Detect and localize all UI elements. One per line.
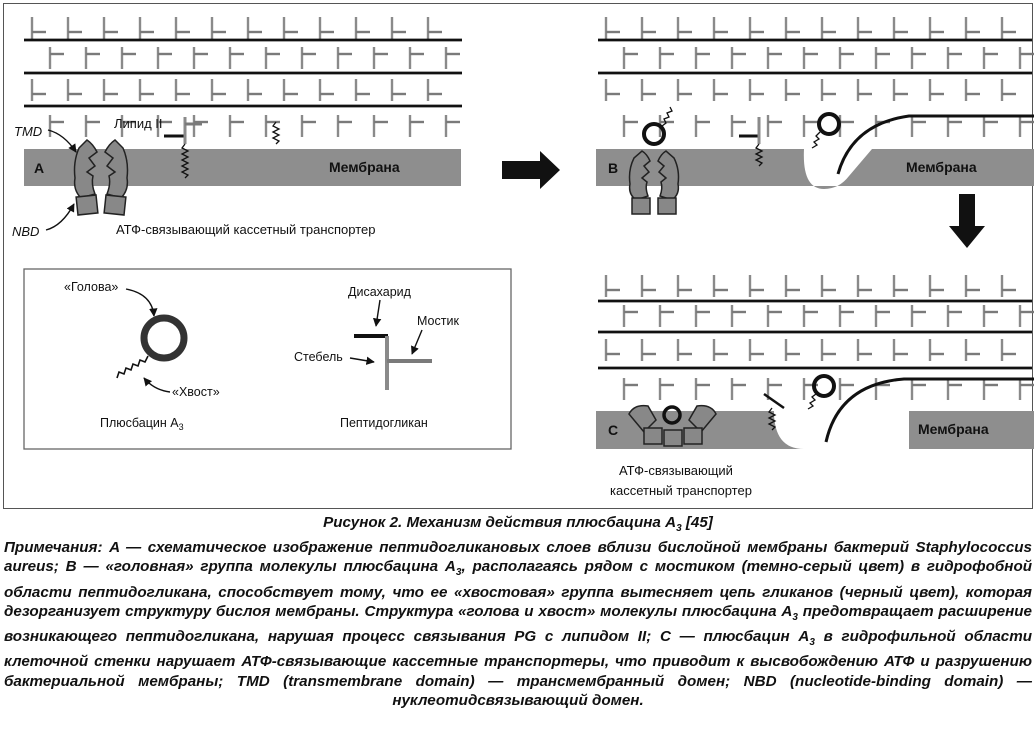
nbd-label: NBD [12, 224, 39, 239]
abc-transporter-b [628, 150, 680, 215]
displaced-glycan-c [824, 377, 1034, 443]
nbd-domain-right [103, 194, 127, 216]
legend-stem-pointer [349, 356, 375, 365]
caption-title: Рисунок 2. Механизм действия плюсбацина … [323, 514, 713, 535]
membrane-label-a: Мембрана [329, 159, 400, 175]
panel-b-label: B [608, 160, 618, 176]
peptidoglycan-layers-b [598, 17, 1034, 137]
arrow-down [949, 194, 985, 248]
tmd-domain-b-right [657, 150, 680, 201]
tmd-label: TMD [14, 124, 42, 139]
legend-stem-label: Стебель [294, 350, 343, 364]
panel-a: A Мембрана TMD NBD Липид II АТФ-связываю… [12, 17, 462, 239]
legend-bridge-pointer [411, 329, 423, 355]
nbd-pointer [45, 203, 75, 231]
figure-frame: A Мембрана TMD NBD Липид II АТФ-связываю… [3, 3, 1034, 509]
membrane-pore-c [774, 411, 908, 448]
tmd-domain-right [104, 139, 129, 199]
plusbacin-c [807, 374, 836, 410]
legend-disaccharide-pointer [372, 299, 382, 327]
displaced-glycan-b [836, 114, 1034, 175]
legend-plusbacin-tail [116, 355, 149, 379]
tmd-domain-b-left [628, 150, 651, 201]
panel-c-label: C [608, 422, 618, 438]
membrane-label-c: Мембрана [918, 421, 989, 437]
tmd-pointer [47, 129, 77, 153]
lipid-wavy-c [767, 407, 777, 431]
nbd-domain-b-right [657, 197, 677, 215]
peptidoglycan-layers-c [598, 275, 1034, 400]
legend-box: «Голова» «Хвост» Плюсбацин А3 Дисахарид … [23, 268, 512, 450]
abc-label-c-line1: АТФ-связывающий [619, 463, 733, 478]
legend-peptidoglycan-label: Пептидогликан [340, 416, 428, 430]
lipid-ii-b [739, 117, 764, 167]
peptidoglycan-layers-a [24, 17, 462, 137]
abc-label-a: АТФ-связывающий кассетный транспортер [116, 222, 375, 237]
membrane-a [24, 149, 461, 186]
arrow-right [502, 151, 560, 189]
membrane-label-b: Мембрана [906, 159, 977, 175]
panel-a-label: A [34, 160, 44, 176]
legend-head-label: «Голова» [64, 280, 118, 294]
plusbacin-b2 [811, 112, 841, 149]
lipid-ii [164, 117, 202, 179]
lipid-anchor-wavy [271, 121, 281, 145]
lipid-ii-label: Липид II [114, 116, 163, 131]
abc-transporter-a [73, 139, 129, 216]
plusbacin-b1 [642, 106, 673, 146]
legend-plusbacin-head [140, 314, 188, 362]
nbd-domain [75, 194, 99, 216]
panel-c: C Мембрана АТФ-связывающий кассетный тра… [596, 275, 1034, 498]
legend-disaccharide-label: Дисахарид [348, 285, 412, 299]
abc-label-c-line2: кассетный транспортер [610, 483, 752, 498]
membrane-b [596, 149, 1034, 189]
legend-tail-pointer [143, 377, 171, 393]
lipid-stem-c [763, 392, 785, 410]
membrane-pore-b [804, 150, 870, 186]
abc-transporter-c [628, 404, 717, 447]
panel-b: B Мембрана [596, 17, 1034, 215]
nbd-domain-b-left [631, 197, 651, 215]
legend-plusbacin-label: Плюсбацин А3 [100, 416, 184, 432]
tmd-domain [73, 139, 98, 199]
legend-head-pointer [125, 288, 158, 317]
figure-caption: Рисунок 2. Механизм действия плюсбацина … [4, 513, 1032, 710]
legend-bridge-label: Мостик [417, 314, 459, 328]
caption-notes: Примечания: A — схематическое изображени… [4, 539, 1032, 709]
legend-tail-label: «Хвост» [172, 385, 220, 399]
